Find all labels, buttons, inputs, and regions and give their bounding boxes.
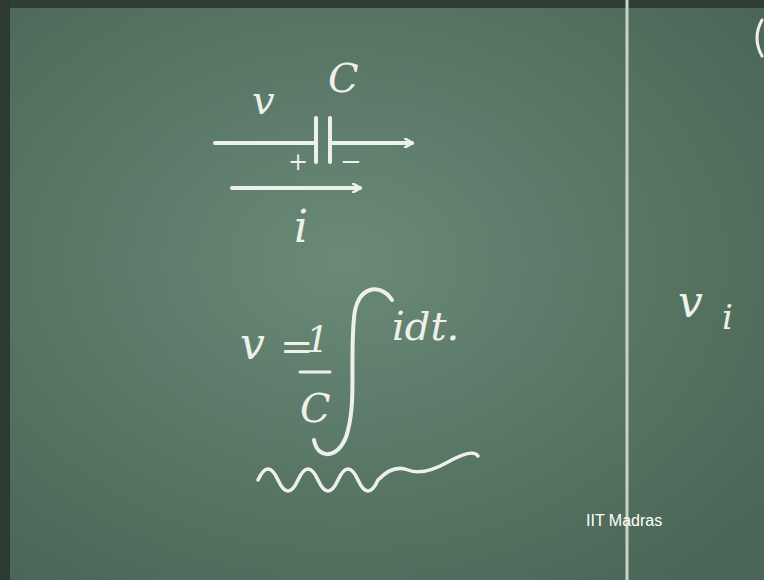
capacitance-symbol: C xyxy=(328,58,359,98)
equation-term: 1 xyxy=(306,322,329,358)
voltage-symbol: v xyxy=(678,280,703,324)
integral-sign xyxy=(314,289,392,454)
subscript: i xyxy=(722,300,733,334)
polarity-sign: + xyxy=(288,150,308,174)
voltage-symbol: v xyxy=(252,80,275,120)
current-symbol: i xyxy=(294,205,308,249)
equation-term: C xyxy=(300,388,331,428)
capacitor-plate xyxy=(314,118,318,162)
watermark: IIT Madras xyxy=(586,513,662,529)
fraction-bar xyxy=(300,371,330,374)
capacitor-wire xyxy=(330,141,412,145)
board-left-edge xyxy=(0,0,10,580)
equation-term: idt. xyxy=(392,306,459,346)
board-top-edge xyxy=(0,0,764,8)
capacitor-plate xyxy=(328,118,332,162)
current-arrow xyxy=(232,186,360,190)
board-divider xyxy=(626,0,629,580)
partial-mark xyxy=(757,20,762,56)
polarity-sign: − xyxy=(340,148,362,174)
capacitor-wire xyxy=(215,141,316,145)
equation-term: v xyxy=(240,322,265,366)
wavy-underline xyxy=(258,453,478,491)
